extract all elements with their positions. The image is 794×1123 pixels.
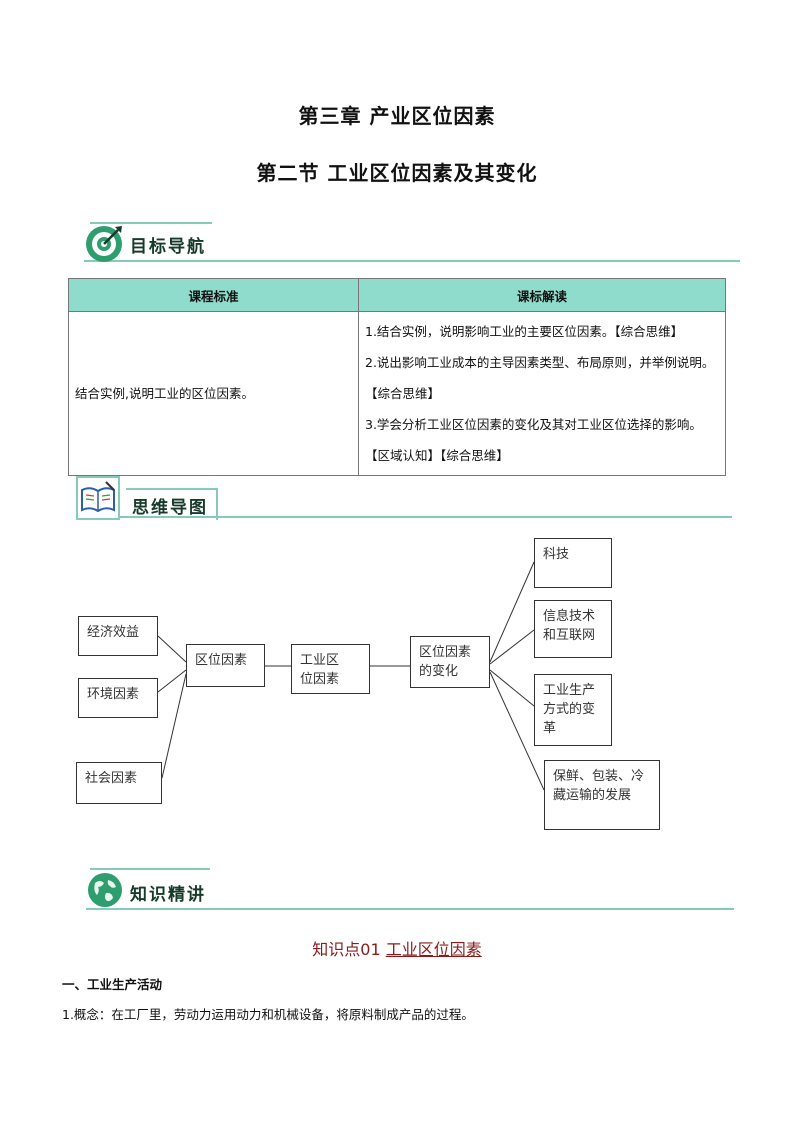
knowledge-point-title: 知识点01 工业区位因素 [0, 936, 794, 960]
interpretation-item: 1.结合实例，说明影响工业的主要区位因素。【综合思维】 [365, 324, 684, 339]
mindmap-node: 保鲜、包装、冷藏运输的发展 [544, 760, 660, 830]
globe-icon [88, 873, 122, 907]
section-label-mindmap: 思维导图 [132, 498, 208, 518]
paragraph-concept: 1.概念：在工厂里，劳动力运用动力和机械设备，将原料制成产品的过程。 [62, 1007, 474, 1022]
mindmap-node-industrial-factors: 工业区位因素 [291, 644, 370, 694]
mindmap-node: 社会因素 [76, 762, 162, 804]
chapter-title: 第三章 产业区位因素 [298, 104, 496, 128]
book-icon [76, 476, 120, 520]
section-header-knowledge: 知识精讲 [86, 866, 734, 916]
section-title: 第二节 工业区位因素及其变化 [256, 161, 538, 185]
interpretation-item: 3.学会分析工业区位因素的变化及其对工业区位选择的影响。【区域认知】【综合思维】 [365, 417, 702, 463]
mindmap-node: 信息技术和互联网 [534, 600, 612, 658]
mindmap-node-location-factors: 区位因素 [186, 644, 265, 687]
section-header-mindmap: 思维导图 [76, 474, 732, 524]
mindmap-node: 工业生产方式的变革 [534, 674, 612, 746]
mindmap-connectors [157, 561, 545, 791]
objectives-table: 课程标准 课标解读 结合实例,说明工业的区位因素。 1.结合实例，说明影响工业的… [68, 278, 726, 476]
table-header-interpretation: 课标解读 [358, 278, 726, 312]
section-label-goal: 目标导航 [130, 237, 206, 257]
table-header-standard: 课程标准 [68, 278, 359, 312]
mindmap-node: 环境因素 [78, 678, 158, 718]
heading-industrial-activity: 一、工业生产活动 [62, 977, 163, 992]
target-icon [86, 226, 122, 262]
knowledge-point-prefix: 知识点01 [312, 940, 386, 959]
mindmap-node-factor-changes: 区位因素的变化 [410, 636, 490, 688]
interpretation-item: 2.说出影响工业成本的主导因素类型、布局原则，并举例说明。【综合思维】 [365, 355, 715, 401]
section-header-goal: 目标导航 [84, 218, 740, 268]
mindmap-node: 经济效益 [78, 616, 158, 656]
standard-cell: 结合实例,说明工业的区位因素。 [68, 311, 359, 476]
mindmap-node: 科技 [534, 538, 612, 588]
interpretation-cell: 1.结合实例，说明影响工业的主要区位因素。【综合思维】 2.说出影响工业成本的主… [358, 311, 726, 476]
knowledge-point-name: 工业区位因素 [385, 940, 482, 959]
section-label-knowledge: 知识精讲 [130, 885, 206, 905]
